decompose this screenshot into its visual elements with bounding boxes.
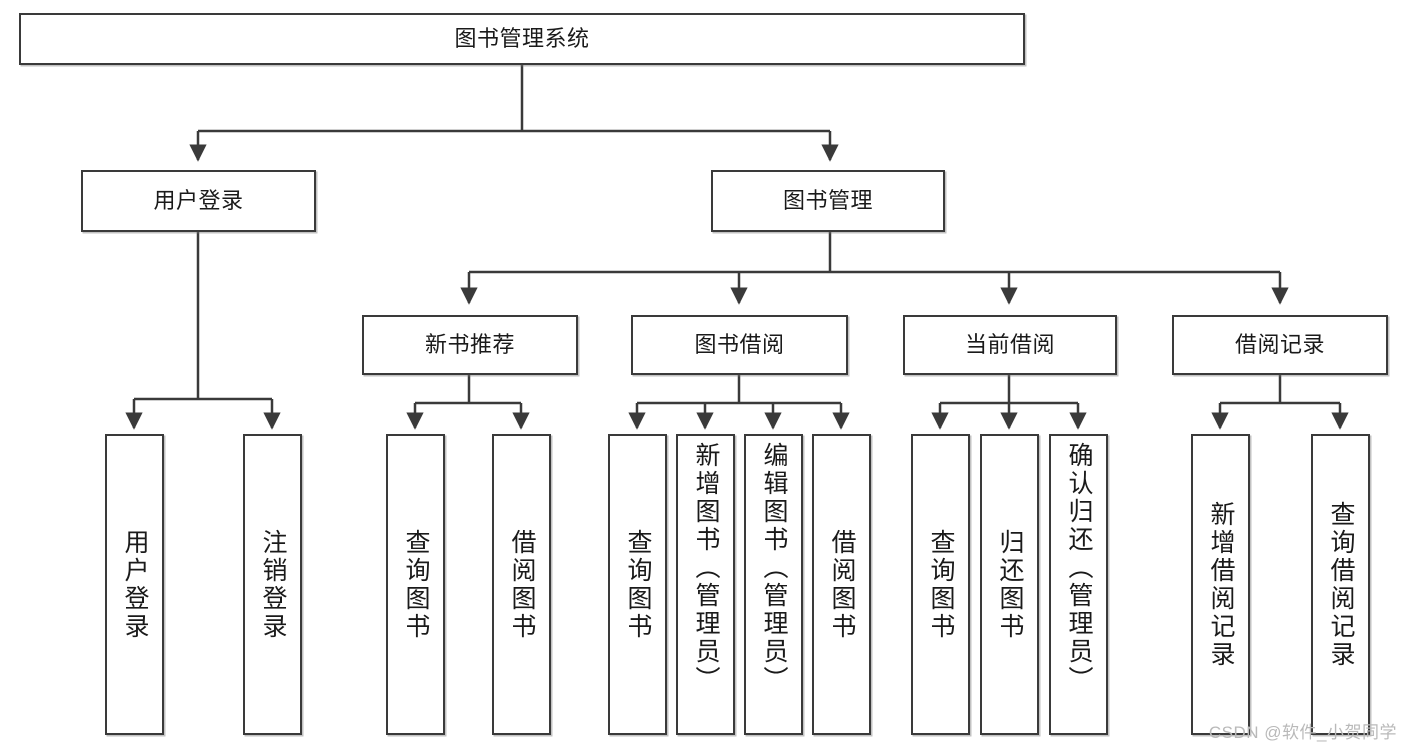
node-book-borrow[interactable]: 图书借阅: [631, 315, 848, 375]
node-label: 当前借阅: [964, 332, 1055, 358]
leaf-confirm-return-admin[interactable]: 确认归还（管理员）: [1049, 434, 1108, 735]
node-borrow-record[interactable]: 借阅记录: [1172, 315, 1388, 375]
node-label: 新增图书（管理员）: [692, 442, 720, 694]
node-label: 归还图书: [996, 528, 1024, 641]
node-label: 图书管理: [782, 188, 873, 214]
leaf-add-borrow-record[interactable]: 新增借阅记录: [1191, 434, 1250, 735]
node-current-borrow[interactable]: 当前借阅: [903, 315, 1117, 375]
leaf-borrow-book-recommend[interactable]: 借阅图书: [492, 434, 551, 735]
leaf-query-book-borrow[interactable]: 查询图书: [608, 434, 667, 735]
node-label: 注销登录: [259, 528, 287, 641]
node-label: 确认归还（管理员）: [1065, 442, 1093, 694]
leaf-query-book-recommend[interactable]: 查询图书: [386, 434, 445, 735]
node-label: 查询借阅记录: [1327, 500, 1355, 669]
node-label: 查询图书: [927, 528, 955, 641]
node-user-login[interactable]: 用户登录: [81, 170, 316, 232]
leaf-user-login[interactable]: 用户登录: [105, 434, 164, 735]
node-label: 查询图书: [624, 528, 652, 641]
node-label: 图书借阅: [694, 332, 785, 358]
node-book-management-system[interactable]: 图书管理系统: [19, 13, 1025, 65]
watermark: CSDN @软件_小贺同学: [1208, 723, 1397, 742]
node-label: 借阅图书: [508, 528, 536, 641]
node-label: 图书管理系统: [454, 26, 590, 52]
node-book-management[interactable]: 图书管理: [711, 170, 945, 232]
node-label: 新增借阅记录: [1207, 500, 1235, 669]
leaf-borrow-book[interactable]: 借阅图书: [812, 434, 871, 735]
node-label: 新书推荐: [424, 332, 515, 358]
leaf-query-borrow-record[interactable]: 查询借阅记录: [1311, 434, 1370, 735]
leaf-edit-book-admin[interactable]: 编辑图书（管理员）: [744, 434, 803, 735]
node-label: 用户登录: [121, 528, 149, 641]
node-label: 借阅记录: [1234, 332, 1325, 358]
node-new-book-recommend[interactable]: 新书推荐: [362, 315, 578, 375]
leaf-query-book-current[interactable]: 查询图书: [911, 434, 970, 735]
node-label: 编辑图书（管理员）: [760, 442, 788, 694]
leaf-add-book-admin[interactable]: 新增图书（管理员）: [676, 434, 735, 735]
node-label: 借阅图书: [828, 528, 856, 641]
node-label: 查询图书: [402, 528, 430, 641]
node-label: 用户登录: [153, 188, 244, 214]
leaf-return-book[interactable]: 归还图书: [980, 434, 1039, 735]
leaf-logout[interactable]: 注销登录: [243, 434, 302, 735]
